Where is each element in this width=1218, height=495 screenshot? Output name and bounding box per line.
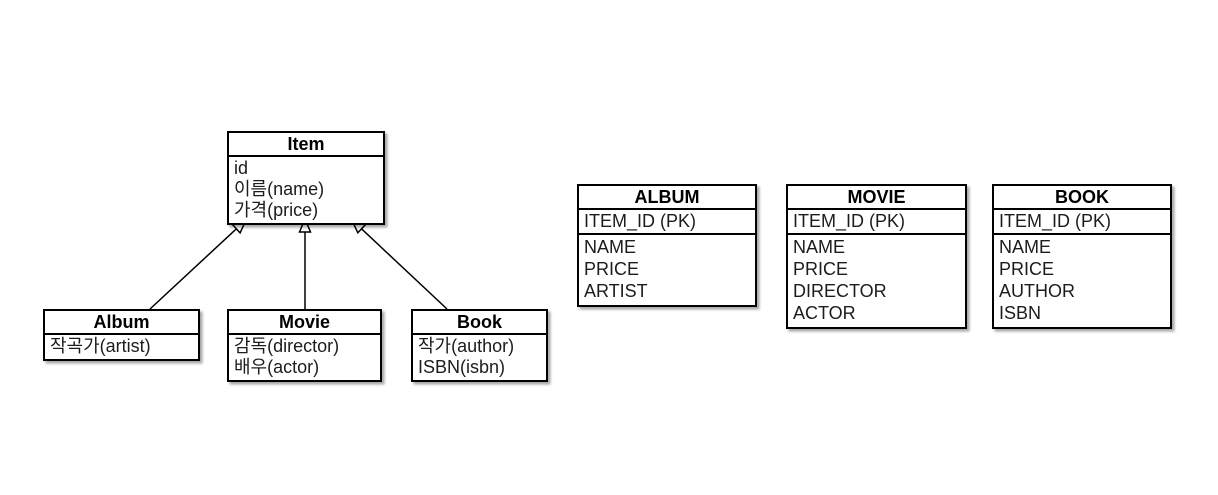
table-column: NAME — [999, 237, 1052, 257]
table-column: NAME — [584, 237, 637, 257]
class-attribute: 작가(author) — [418, 336, 515, 356]
class-attributes: 작곡가(artist) — [45, 335, 198, 359]
class-attribute: id — [234, 158, 249, 178]
table-column: ACTOR — [793, 303, 856, 323]
class-attribute: 작곡가(artist) — [50, 336, 151, 356]
table-primary-key: ITEM_ID (PK) — [579, 210, 755, 235]
class-title: Movie — [229, 311, 380, 335]
class-box-book: Book 작가(author) ISBN(isbn) — [411, 309, 548, 382]
table-column: ARTIST — [584, 281, 648, 301]
table-columns: NAME PRICE ARTIST — [579, 235, 755, 305]
class-box-album: Album 작곡가(artist) — [43, 309, 200, 361]
db-table-album: ALBUM ITEM_ID (PK) NAME PRICE ARTIST — [577, 184, 757, 307]
table-title: ALBUM — [579, 186, 755, 210]
class-attributes: 감독(director) 배우(actor) — [229, 335, 380, 380]
class-attribute: 이름(name) — [234, 179, 325, 199]
table-column: PRICE — [999, 259, 1055, 279]
table-columns: NAME PRICE DIRECTOR ACTOR — [788, 235, 965, 327]
class-attribute: 배우(actor) — [234, 357, 320, 377]
inheritance-arrow-book-to-item — [350, 218, 448, 310]
table-title: BOOK — [994, 186, 1170, 210]
class-attributes: 작가(author) ISBN(isbn) — [413, 335, 546, 380]
class-title: Item — [229, 133, 383, 157]
class-attribute: ISBN(isbn) — [418, 357, 506, 377]
table-column: AUTHOR — [999, 281, 1075, 301]
table-column: DIRECTOR — [793, 281, 887, 301]
table-column: NAME — [793, 237, 846, 257]
inheritance-arrow-album-to-item — [149, 218, 248, 310]
table-title: MOVIE — [788, 186, 965, 210]
table-primary-key: ITEM_ID (PK) — [788, 210, 965, 235]
class-attributes: id 이름(name) 가격(price) — [229, 157, 383, 223]
table-primary-key: ITEM_ID (PK) — [994, 210, 1170, 235]
table-column: ISBN — [999, 303, 1042, 323]
class-title: Album — [45, 311, 198, 335]
table-columns: NAME PRICE AUTHOR ISBN — [994, 235, 1170, 327]
class-attribute: 감독(director) — [234, 336, 340, 356]
db-table-movie: MOVIE ITEM_ID (PK) NAME PRICE DIRECTOR A… — [786, 184, 967, 329]
class-attribute: 가격(price) — [234, 200, 319, 220]
class-box-item: Item id 이름(name) 가격(price) — [227, 131, 385, 225]
class-box-movie: Movie 감독(director) 배우(actor) — [227, 309, 382, 382]
inheritance-arrow-movie-to-item — [298, 217, 312, 309]
db-table-book: BOOK ITEM_ID (PK) NAME PRICE AUTHOR ISBN — [992, 184, 1172, 329]
table-column: PRICE — [584, 259, 640, 279]
table-column: PRICE — [793, 259, 849, 279]
class-title: Book — [413, 311, 546, 335]
